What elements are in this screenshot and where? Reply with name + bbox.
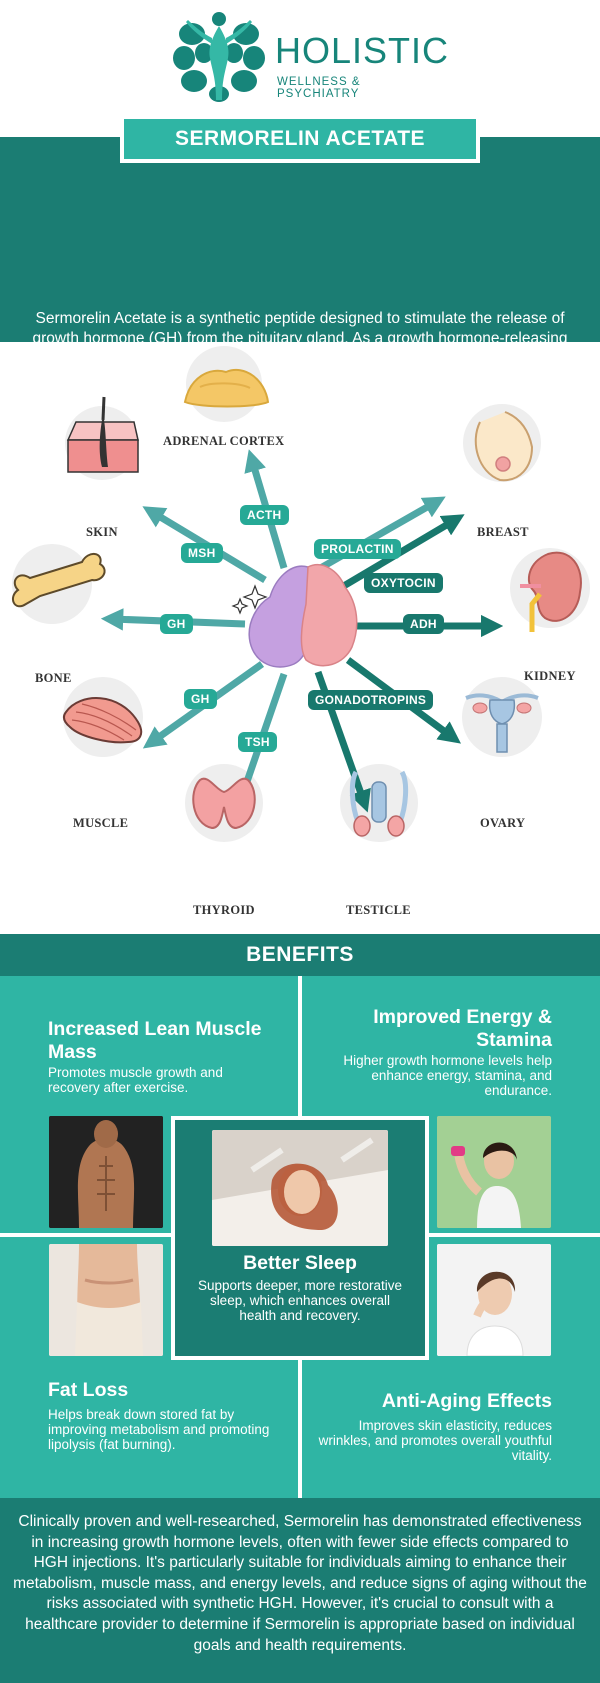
breast-icon [474,411,534,482]
hormone-gh-muscle: GH [184,689,217,709]
skin-icon [66,396,139,473]
label-testicle: TESTICLE [346,903,411,917]
anti-aging-photo [437,1244,551,1356]
hormone-oxytocin: OXYTOCIN [364,573,443,593]
label-bone: BONE [35,671,72,685]
label-breast: BREAST [477,525,529,539]
benefits-heading: BENEFITS [246,943,354,966]
grid-divider [298,1356,302,1498]
hormone-acth: ACTH [240,505,289,525]
better-sleep-card: Better Sleep Supports deeper, more resto… [171,1116,429,1360]
benefit-fat-title: Fat Loss [48,1379,129,1401]
label-skin: SKIN [86,525,118,539]
benefit-sleep-desc: Supports deeper, more restorative sleep,… [197,1278,403,1323]
adrenal-cortex-icon [183,369,270,408]
hormone-msh: MSH [181,543,223,563]
label-ovary: OVARY [480,816,526,830]
brand-tagline: WELLNESS & PSYCHIATRY [277,76,361,100]
kidney-icon [520,551,582,632]
grid-divider [0,1233,172,1237]
pituitary-gland-icon [231,564,358,668]
footer-paragraph: Clinically proven and well-researched, S… [13,1513,587,1654]
benefits-grid: Increased Lean Muscle Mass Promotes musc… [0,976,600,1498]
benefit-aging-title: Anti-Aging Effects [381,1390,552,1412]
hormone-tsh: TSH [238,732,277,752]
bone-icon [11,553,106,608]
intro-paragraph: Sermorelin Acetate is a synthetic peptid… [14,310,586,446]
hormone-gonadotropins: GONADOTROPINS [308,690,434,710]
benefit-muscle-title: Increased Lean Muscle Mass [48,1018,262,1063]
muscle-icon [62,697,143,744]
hormone-gh-bone: GH [160,614,193,634]
sleep-photo [212,1130,388,1246]
pituitary-diagram: ADRENAL CORTEX SKIN BREAST BONE KIDNEY M… [0,342,600,934]
benefit-energy-desc: Higher growth hormone levels help enhanc… [343,1053,552,1098]
hormone-adh: ADH [403,614,444,634]
benefit-sleep-title: Better Sleep [243,1252,357,1274]
holistic-logo-icon [173,12,265,102]
hormone-prolactin: PROLACTIN [314,539,401,559]
benefit-aging-desc: Improves skin elasticity, reduces wrinkl… [318,1418,552,1463]
label-thyroid: THYROID [193,903,255,917]
grid-divider [428,1233,600,1237]
testicle-icon [349,770,409,837]
benefit-fat-desc: Helps break down stored fat by improving… [48,1407,270,1452]
ovary-icon [465,693,539,753]
grid-divider [298,976,302,1120]
footer-band: Clinically proven and well-researched, S… [0,1498,600,1683]
label-adrenal-cortex: ADRENAL CORTEX [163,434,285,448]
benefits-header: BENEFITS [0,934,600,976]
intro-band: Sermorelin Acetate is a synthetic peptid… [0,137,600,446]
benefit-muscle-desc: Promotes muscle growth and recovery afte… [48,1065,223,1095]
muscle-photo [49,1116,163,1228]
brand-logo: HOLISTIC WELLNESS & PSYCHIATRY [172,8,448,108]
benefit-energy-title: Improved Energy & Stamina [373,1006,552,1051]
diagram-canvas [11,346,590,842]
label-muscle: MUSCLE [73,816,129,830]
page-title: SERMORELIN ACETATE [174,127,426,150]
label-kidney: KIDNEY [524,669,576,683]
thyroid-icon [192,777,256,830]
brand-name: HOLISTIC [275,30,450,71]
fat-loss-photo [49,1244,163,1356]
title-banner: SERMORELIN ACETATE [120,115,480,163]
energy-photo [437,1116,551,1228]
arrow-prolactin [308,496,446,578]
